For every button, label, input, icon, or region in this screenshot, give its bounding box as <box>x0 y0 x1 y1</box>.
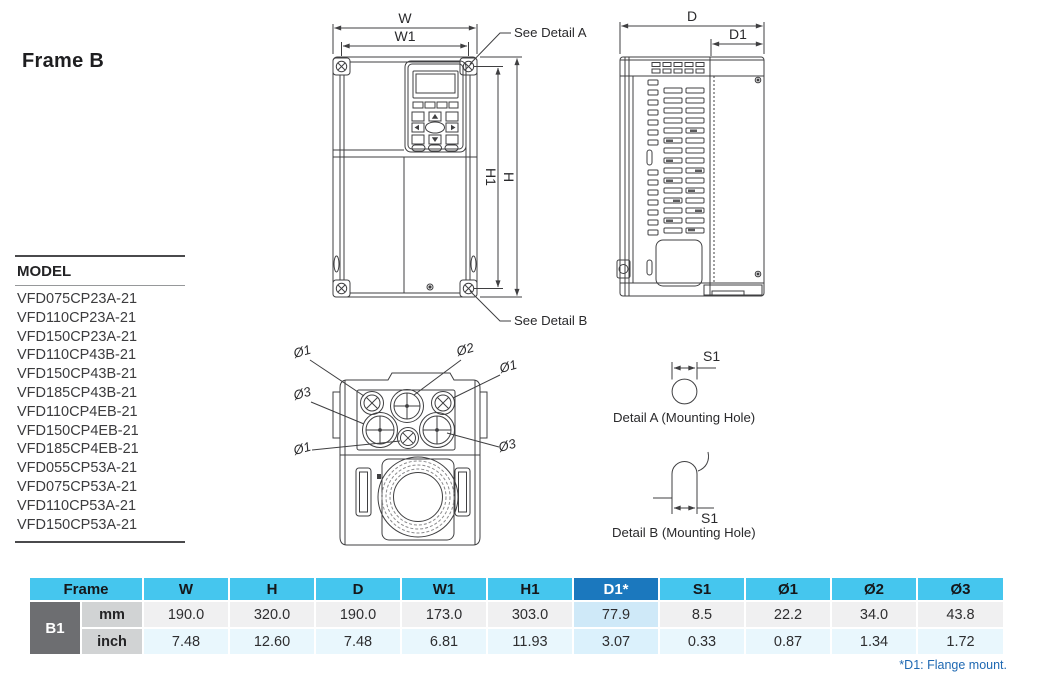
unit-label-cell: mm <box>82 602 142 627</box>
conduit-holes <box>360 389 455 449</box>
bottom-view-drawing: Ø1 Ø2 Ø1 Ø3 Ø1 Ø3 <box>291 339 519 546</box>
value-cell: 77.9 <box>574 602 658 627</box>
value-cell: 22.2 <box>746 602 830 627</box>
value-cell: 320.0 <box>230 602 314 627</box>
value-cell: 8.5 <box>660 602 744 627</box>
value-cell: 1.34 <box>832 629 916 654</box>
detail-b-s1-label: S1 <box>701 510 718 526</box>
dia-label-4: Ø3 <box>291 383 314 403</box>
value-cell: 43.8 <box>918 602 1003 627</box>
model-item: VFD110CP43B-21 <box>17 347 137 364</box>
col-header-h: H <box>230 578 314 600</box>
dim-d1-label: D1 <box>729 26 747 42</box>
dim-w: W <box>332 10 478 54</box>
technical-drawings: W W1 H H1 See Detail A See Detail B <box>291 8 765 546</box>
model-item: VFD075CP53A-21 <box>17 478 138 495</box>
front-mounting-tabs <box>332 57 478 298</box>
dia-label-6: Ø3 <box>496 435 519 455</box>
fan-section <box>340 454 480 541</box>
dim-d-label: D <box>687 8 697 24</box>
col-header-ø1: Ø1 <box>746 578 830 600</box>
dia-label-5: Ø1 <box>291 439 313 458</box>
value-cell: 0.33 <box>660 629 744 654</box>
side-vent-slots <box>647 79 705 236</box>
value-cell: 12.60 <box>230 629 314 654</box>
dia-label-2: Ø2 <box>454 339 477 359</box>
see-detail-a-label: See Detail A <box>514 25 587 40</box>
model-item: VFD150CP23A-21 <box>17 328 138 345</box>
value-cell: 303.0 <box>488 602 572 627</box>
dim-h1: H1 <box>474 66 503 289</box>
side-blank-panel <box>655 239 703 287</box>
front-body-outline <box>332 56 478 298</box>
dim-d1: D1 <box>710 26 763 56</box>
model-item: VFD075CP23A-21 <box>17 291 138 307</box>
detail-a-drawing: S1 Detail A (Mounting Hole) <box>613 348 755 425</box>
model-list-heading: MODEL <box>15 255 185 286</box>
col-header-d: D <box>316 578 400 600</box>
detail-a-s1-label: S1 <box>703 348 720 364</box>
detail-a-caption: Detail A (Mounting Hole) <box>613 410 755 425</box>
model-item: VFD150CP4EB-21 <box>17 422 139 439</box>
col-header-frame: Frame <box>30 578 142 600</box>
dim-h1-label: H1 <box>483 168 499 186</box>
value-cell: 1.72 <box>918 629 1003 654</box>
value-cell: 3.07 <box>574 629 658 654</box>
see-detail-b-label: See Detail B <box>514 313 588 328</box>
value-cell: 11.93 <box>488 629 572 654</box>
keypad <box>404 60 467 153</box>
value-cell: 173.0 <box>402 602 486 627</box>
dim-w1: W1 <box>341 28 469 56</box>
dim-d: D <box>619 8 765 54</box>
model-item: VFD185CP43B-21 <box>17 384 138 401</box>
detail-b-caption: Detail B (Mounting Hole) <box>612 525 756 540</box>
dim-w-label: W <box>398 10 412 26</box>
dia-label-3: Ø1 <box>497 357 519 376</box>
value-cell: 6.81 <box>402 629 486 654</box>
model-item: VFD185CP4EB-21 <box>17 441 139 458</box>
model-item: VFD110CP4EB-21 <box>17 403 138 420</box>
col-header-h1: H1 <box>488 578 572 600</box>
col-header-ø2: Ø2 <box>832 578 916 600</box>
front-view-drawing: W W1 H H1 See Detail A See Detail B <box>332 10 588 328</box>
keypad-display <box>412 70 459 99</box>
col-header-w1: W1 <box>402 578 486 600</box>
unit-label-cell: inch <box>82 629 142 654</box>
value-cell: 7.48 <box>316 629 400 654</box>
model-item: VFD150CP53A-21 <box>17 516 138 533</box>
value-cell: 190.0 <box>144 602 228 627</box>
dim-h: H <box>480 56 522 298</box>
see-detail-b-leader: See Detail B <box>469 290 588 328</box>
frame-name-cell: B1 <box>30 602 80 654</box>
value-cell: 34.0 <box>832 602 916 627</box>
model-item: VFD055CP53A-21 <box>17 460 138 477</box>
table-footnote: *D1: Flange mount. <box>899 658 1007 672</box>
col-header-s1: S1 <box>660 578 744 600</box>
dia-label-1: Ø1 <box>291 342 313 361</box>
col-header-ø3: Ø3 <box>918 578 1003 600</box>
page-title: Frame B <box>22 50 105 72</box>
dim-w1-label: W1 <box>395 28 416 44</box>
value-cell: 0.87 <box>746 629 830 654</box>
col-header-w: W <box>144 578 228 600</box>
col-header-d1: D1* <box>574 578 658 600</box>
model-item: VFD110CP23A-21 <box>17 309 137 326</box>
see-detail-a-leader: See Detail A <box>469 25 587 65</box>
hole-diameter-labels: Ø1 Ø2 Ø1 Ø3 Ø1 Ø3 <box>291 339 519 458</box>
side-body-outline <box>619 56 765 297</box>
side-top-vents <box>651 62 705 74</box>
value-cell: 7.48 <box>144 629 228 654</box>
model-item: VFD110CP53A-21 <box>17 497 137 514</box>
detail-b-drawing: S1 Detail B (Mounting Hole) <box>612 451 756 540</box>
model-item: VFD150CP43B-21 <box>17 366 138 383</box>
side-view-drawing: D D1 <box>616 8 765 297</box>
value-cell: 190.0 <box>316 602 400 627</box>
dim-h-label: H <box>501 172 517 182</box>
